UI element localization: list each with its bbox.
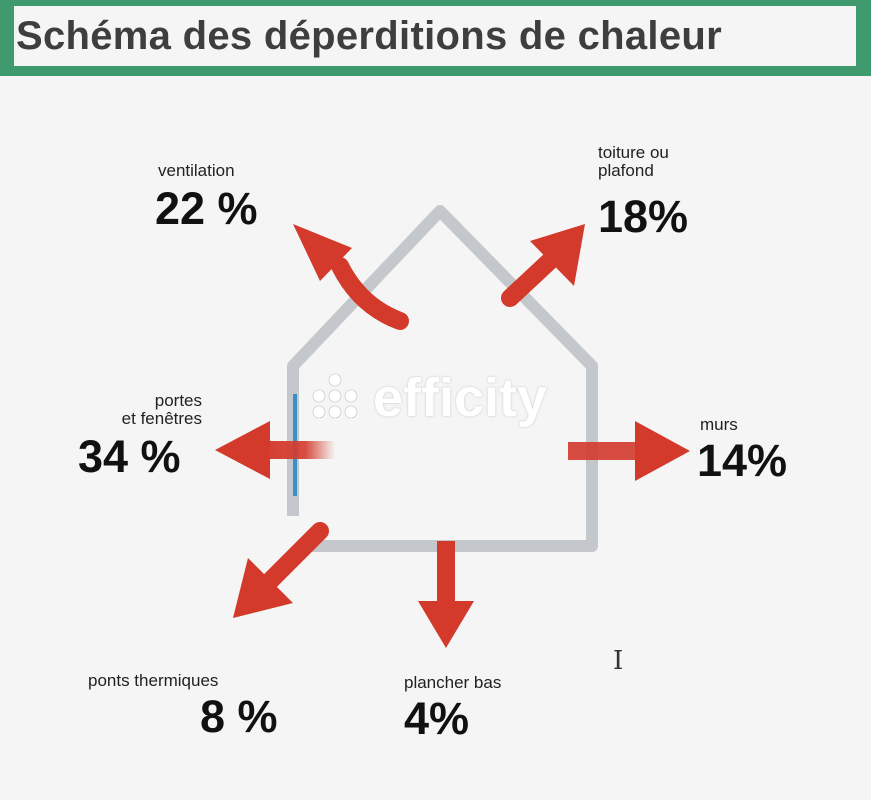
portes-label-line1: portes: [154, 391, 202, 410]
toiture-value: 18%: [598, 191, 689, 242]
toiture-label-line2: plafond: [598, 161, 654, 180]
efficity-logo-icon: [312, 373, 358, 419]
plancher-label: plancher bas: [404, 673, 502, 692]
portes-label-line2: et fenêtres: [121, 409, 202, 428]
efficity-watermark: efficity: [305, 366, 605, 436]
ventilation-label: ventilation: [158, 161, 235, 180]
ventilation-value: 22 %: [155, 183, 258, 234]
toiture-label-line1: toiture ou: [598, 143, 669, 162]
house-diagram: [215, 205, 690, 648]
text-cursor-icon: I: [613, 646, 624, 676]
murs-value: 14%: [697, 435, 788, 486]
ponts-value: 8 %: [200, 691, 278, 742]
murs-arrow: [568, 421, 690, 481]
murs-label: murs: [700, 415, 738, 434]
watermark-text: efficity: [373, 368, 548, 428]
plancher-arrow: [418, 541, 474, 648]
diagram-title: Schéma des déperditions de chaleur: [14, 6, 856, 66]
diagram-area: efficity ventilation 22 % toiture ou pla…: [0, 76, 871, 800]
ponts-label: ponts thermiques: [88, 671, 219, 690]
portes-value: 34 %: [78, 431, 181, 482]
title-bar: Schéma des déperditions de chaleur: [0, 0, 871, 76]
ventilation-arrow: [293, 224, 409, 330]
plancher-value: 4%: [404, 693, 470, 744]
ponts-arrow: [233, 522, 329, 618]
portes-arrow: [215, 421, 335, 479]
toiture-arrow: [501, 224, 585, 307]
